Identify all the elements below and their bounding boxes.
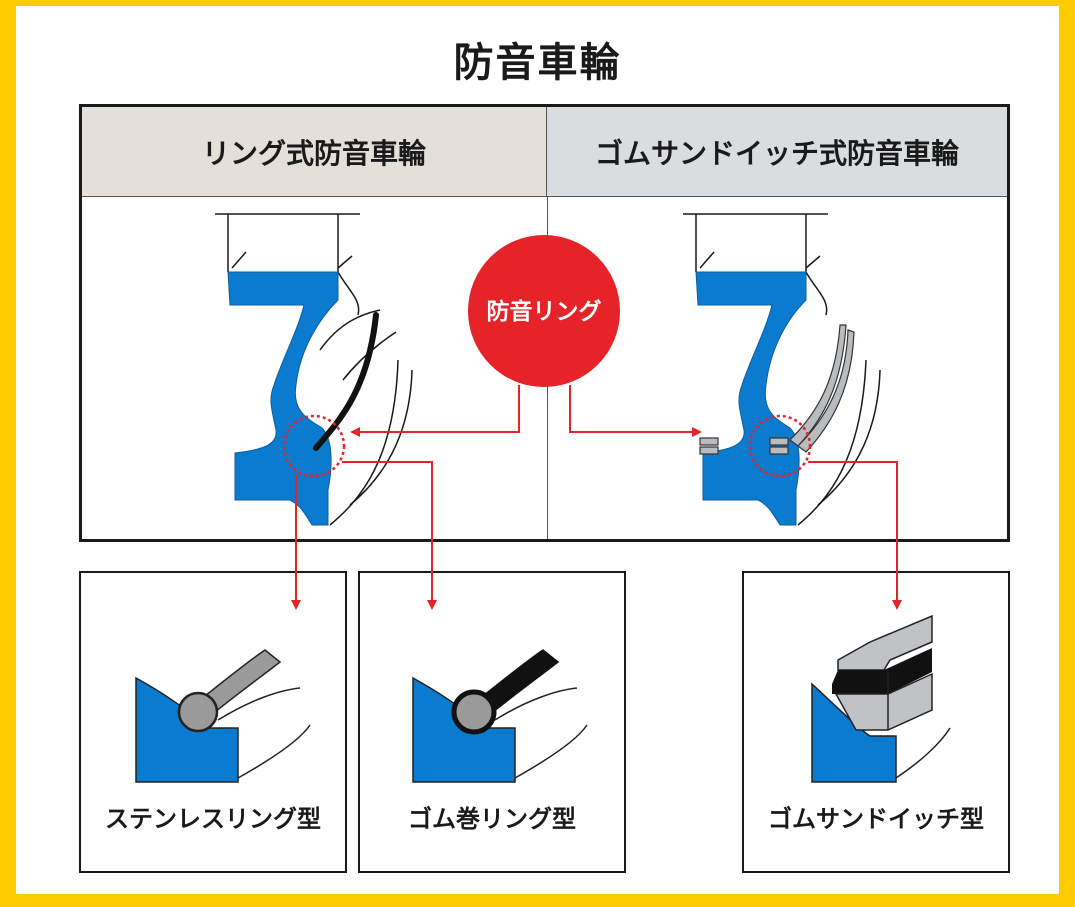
type-label-sandwich: ゴムサンドイッチ型 [768, 805, 984, 833]
rubber-sandwich-rings [699, 324, 855, 455]
highlight-circle-ring [282, 414, 346, 478]
wheel-sandwich-type [683, 213, 881, 526]
column-header-sandwich: ゴムサンドイッチ式防音車輪 [547, 107, 1007, 197]
wheel-ring-type [215, 213, 413, 526]
highlight-circle-sandwich [748, 414, 812, 478]
wheel-sandwich-type-section [695, 271, 807, 526]
type-box-stainless: ステンレスリング型 [79, 571, 347, 873]
badge-circle [468, 235, 620, 387]
wheel-ring-type-section [227, 271, 339, 526]
column-header-ring: リング式防音車輪 [82, 107, 547, 197]
stainless-ring-section [313, 312, 379, 451]
comparison-table: リング式防音車輪 ゴムサンドイッチ式防音車輪 [79, 104, 1010, 542]
detail-rubber-sandwich [811, 614, 951, 783]
type-label-rubber-wrap: ゴム巻リング型 [408, 805, 576, 833]
detail-rubber-wrap-ring [412, 649, 588, 783]
type-label-stainless: ステンレスリング型 [105, 805, 321, 833]
badge-label: 防音リング [486, 299, 602, 325]
page-title: 防音車輪 [453, 40, 622, 86]
leader-arrows [291, 385, 902, 610]
detail-stainless-ring [135, 649, 311, 783]
